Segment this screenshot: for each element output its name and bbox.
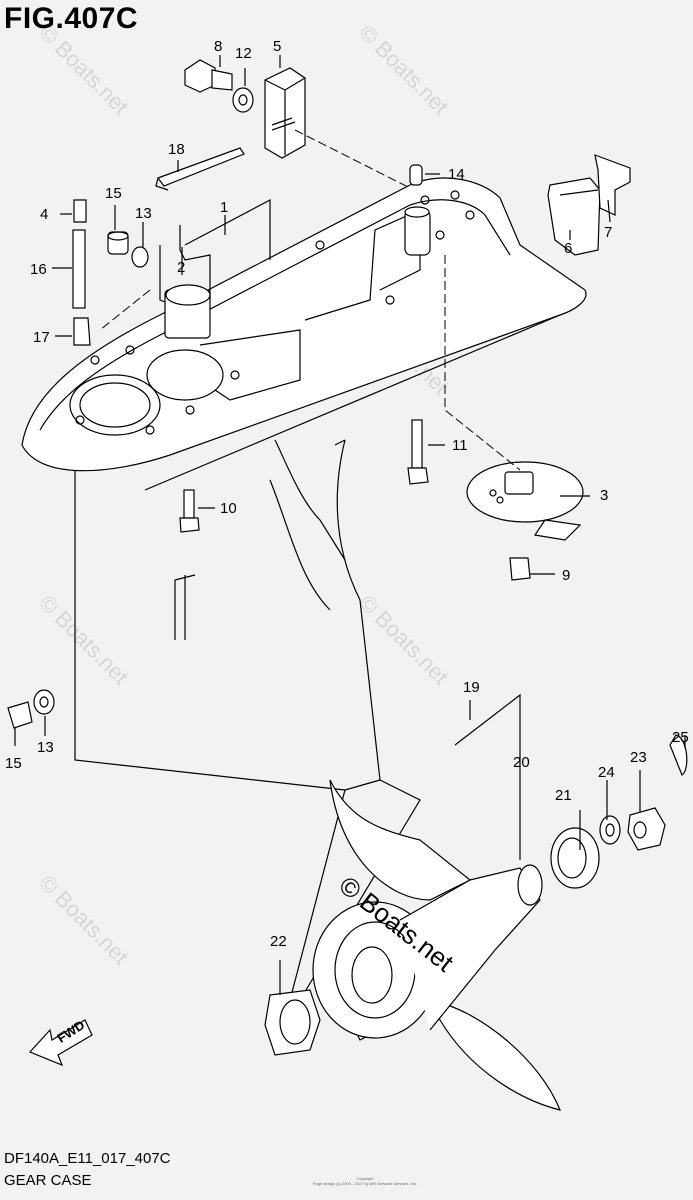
part-22-spacer (264, 989, 321, 1056)
callout-22: 22 (270, 933, 287, 950)
fwd-arrow-icon (28, 1019, 93, 1067)
callout-13: 13 (135, 205, 152, 222)
callout-13-lower: 13 (37, 739, 54, 756)
propeller (312, 779, 561, 1111)
callout-24: 24 (598, 764, 615, 781)
part-24-washer (599, 815, 621, 845)
figure-title: FIG.407C (4, 2, 139, 35)
callout-6: 6 (564, 240, 572, 257)
callout-23: 23 (630, 749, 647, 766)
callout-19: 19 (463, 679, 480, 696)
callout-9: 9 (562, 567, 570, 584)
callout-1: 1 (220, 199, 228, 216)
part-15-plug (107, 231, 129, 255)
part-15-plug-lower (7, 701, 33, 729)
callout-15: 15 (105, 185, 122, 202)
part-21-thrust-washer (550, 827, 600, 889)
part-25-cotter-pin (669, 734, 688, 776)
callout-16: 16 (30, 261, 47, 278)
callout-7: 7 (604, 224, 612, 241)
callout-2: 2 (177, 259, 185, 276)
part-4-fitting (73, 199, 87, 223)
part-7-cover (594, 154, 631, 216)
part-12-washer (232, 87, 254, 113)
diagram-name: GEAR CASE (4, 1172, 92, 1189)
part-17-fitting (73, 317, 91, 346)
part-16-rod (72, 229, 86, 309)
callout-11: 11 (452, 437, 468, 454)
callout-18: 18 (168, 141, 185, 158)
callout-8: 8 (214, 38, 222, 55)
part-13-washer-lower (33, 689, 55, 715)
callout-21: 21 (555, 787, 572, 804)
diagram-code: DF140A_E11_017_407C (4, 1150, 171, 1167)
part-9-nut (509, 557, 531, 581)
callout-4: 4 (40, 206, 48, 223)
part-18-cable-tie (157, 147, 245, 187)
callout-5: 5 (273, 38, 281, 55)
callout-14: 14 (448, 166, 465, 183)
part-14-pin (409, 164, 423, 186)
copyright-line2: Page design (c) 2004 - 2017 by ARI Netwo… (312, 1181, 418, 1186)
part-11-bolt (407, 419, 429, 485)
callout-20: 20 (513, 754, 530, 771)
gear-case-housing (21, 177, 587, 1001)
copyright-line1: Copyright (356, 1176, 374, 1181)
callout-25: 25 (672, 729, 689, 746)
callout-12: 12 (235, 45, 252, 62)
callout-10: 10 (220, 500, 237, 517)
part-3-trim-tab (466, 461, 584, 541)
copyright-note: Copyright Page design (c) 2004 - 2017 by… (300, 1176, 430, 1186)
part-10-bolt (179, 489, 200, 533)
callout-17: 17 (33, 329, 50, 346)
part-13-washer (131, 246, 149, 268)
part-8-bolt (184, 59, 233, 93)
part-5-anode (264, 67, 306, 159)
callout-3: 3 (600, 487, 608, 504)
callout-15-lower: 15 (5, 755, 22, 772)
part-6-anode (547, 177, 601, 256)
